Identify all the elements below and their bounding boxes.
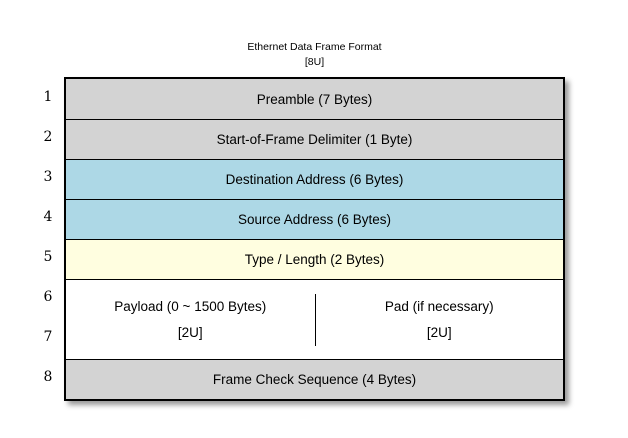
row-number-8: 8 bbox=[43, 369, 53, 385]
row-sfd-label: Start-of-Frame Delimiter (1 Byte) bbox=[216, 132, 413, 147]
cell-payload-sub: [2U] bbox=[177, 324, 203, 340]
row-sfd: Start-of-Frame Delimiter (1 Byte) bbox=[66, 119, 563, 159]
row-source-address-label: Source Address (6 Bytes) bbox=[237, 212, 392, 227]
row-number-2: 2 bbox=[43, 129, 53, 145]
row-fcs-label: Frame Check Sequence (4 Bytes) bbox=[212, 372, 417, 387]
cell-pad-label: Pad (if necessary) bbox=[384, 298, 494, 314]
frame-table: Preamble (7 Bytes) Start-of-Frame Delimi… bbox=[64, 77, 565, 401]
cell-payload: Payload (0 ~ 1500 Bytes) [2U] bbox=[66, 294, 315, 346]
row-type-length: Type / Length (2 Bytes) bbox=[66, 239, 563, 279]
row-source-address: Source Address (6 Bytes) bbox=[66, 199, 563, 239]
row-number-5: 5 bbox=[43, 249, 53, 265]
row-fcs: Frame Check Sequence (4 Bytes) bbox=[66, 359, 563, 399]
row-number-3: 3 bbox=[43, 169, 53, 185]
row-destination-address: Destination Address (6 Bytes) bbox=[66, 159, 563, 199]
diagram-title-line2: [8U] bbox=[304, 56, 325, 68]
row-type-length-label: Type / Length (2 Bytes) bbox=[244, 252, 385, 267]
cell-pad: Pad (if necessary) [2U] bbox=[314, 293, 564, 346]
cell-payload-label: Payload (0 ~ 1500 Bytes) bbox=[114, 298, 267, 314]
row-payload-pad: Payload (0 ~ 1500 Bytes) [2U] Pad (if ne… bbox=[66, 279, 563, 359]
row-number-6: 6 bbox=[43, 289, 53, 305]
row-preamble: Preamble (7 Bytes) bbox=[66, 79, 563, 119]
row-preamble-label: Preamble (7 Bytes) bbox=[256, 91, 373, 107]
row-number-4: 4 bbox=[43, 209, 53, 225]
diagram-title-line1: Ethernet Data Frame Format bbox=[247, 41, 382, 53]
row-number-7: 7 bbox=[43, 329, 53, 345]
row-number-1: 1 bbox=[43, 89, 53, 105]
row-destination-address-label: Destination Address (6 Bytes) bbox=[225, 172, 404, 187]
diagram-title: Ethernet Data Frame Format [8U] bbox=[64, 40, 565, 70]
cell-pad-sub: [2U] bbox=[426, 324, 452, 340]
row-number-column: 1 2 3 4 5 6 7 8 bbox=[34, 77, 62, 397]
